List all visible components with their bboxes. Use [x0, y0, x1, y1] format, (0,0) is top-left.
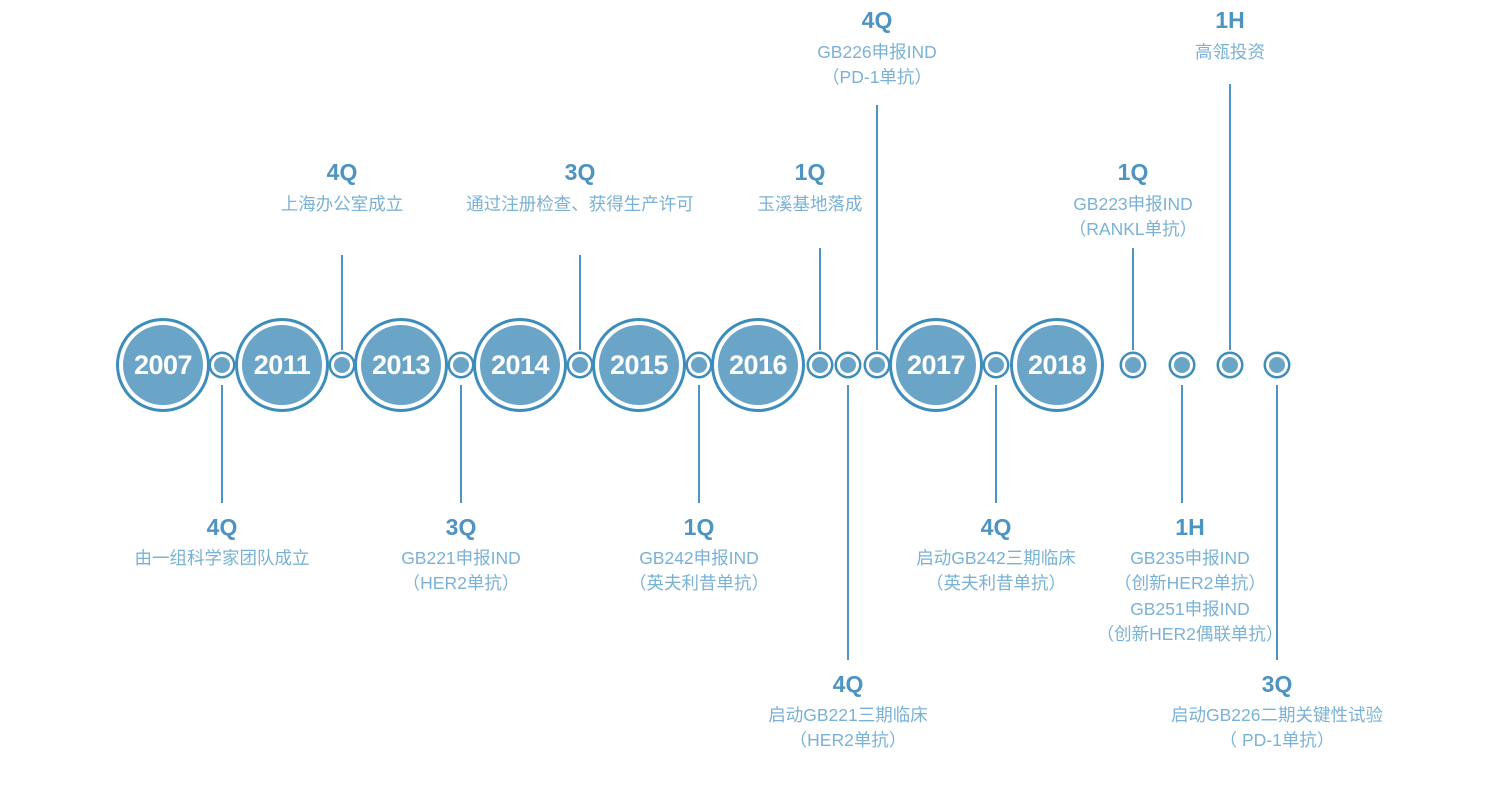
year-label: 2016 [728, 349, 788, 380]
event-period: 1H [1175, 514, 1205, 540]
timeline-dot-node[interactable] [1219, 354, 1241, 376]
timeline-dot-node[interactable] [569, 354, 591, 376]
event-period: 1H [1215, 7, 1245, 33]
connector-line-up-2 [819, 248, 821, 350]
event-description: GB242申报IND （英夫利昔单抗） [629, 547, 769, 594]
timeline-dot-node[interactable] [450, 354, 472, 376]
connector-line-down-6 [1276, 385, 1278, 660]
year-label: 2018 [1027, 349, 1087, 380]
timeline-dot-node[interactable] [1171, 354, 1193, 376]
timeline-event-below[interactable]: 4Q 启动GB242三期临床 （英夫利昔单抗） [826, 513, 1166, 597]
event-period: 1Q [794, 159, 826, 185]
event-period: 1Q [1117, 159, 1149, 185]
timeline-dot-node[interactable] [688, 354, 710, 376]
event-period: 3Q [1261, 671, 1293, 697]
connector-line-down-2 [698, 385, 700, 503]
event-description: 启动GB242三期临床 （英夫利昔单抗） [916, 547, 1076, 594]
event-description: 由一组科学家团队成立 [134, 547, 310, 568]
connector-line-down-1 [460, 385, 462, 503]
event-description: GB221申报IND （HER2单抗） [401, 547, 521, 594]
timeline-year-node-2013[interactable]: 2013 [357, 321, 445, 409]
connector-line-down-3 [995, 385, 997, 503]
timeline-event-above[interactable]: 3Q 通过注册检查、获得生产许可 [410, 158, 750, 217]
event-period: 3Q [445, 514, 477, 540]
event-period: 4Q [206, 514, 238, 540]
event-period: 4Q [326, 159, 358, 185]
event-period: 3Q [564, 159, 596, 185]
event-period: 4Q [980, 514, 1012, 540]
event-period: 1Q [683, 514, 715, 540]
connector-line-up-0 [341, 255, 343, 350]
connector-line-down-5 [847, 385, 849, 660]
year-label: 2007 [133, 349, 193, 380]
event-period: 4Q [861, 7, 893, 33]
timeline-dot-node[interactable] [1266, 354, 1288, 376]
timeline-year-node-2017[interactable]: 2017 [892, 321, 980, 409]
connector-line-up-1 [579, 255, 581, 350]
connector-line-down-4 [1181, 385, 1183, 503]
timeline-dot-node[interactable] [331, 354, 353, 376]
year-label: 2017 [906, 349, 966, 380]
timeline-event-below[interactable]: 3Q 启动GB226二期关键性试验 （ PD-1单抗） [1107, 670, 1447, 754]
year-label: 2014 [490, 349, 550, 380]
connector-line-up-3 [876, 105, 878, 350]
year-label: 2013 [371, 349, 431, 380]
timeline-event-below[interactable]: 1Q GB242申报IND （英夫利昔单抗） [529, 513, 869, 597]
timeline-event-above[interactable]: 1Q GB223申报IND （RANKL单抗） [963, 158, 1303, 243]
timeline-year-node-2011[interactable]: 2011 [238, 321, 326, 409]
event-description: GB223申报IND （RANKL单抗） [1068, 193, 1198, 240]
connector-line-up-5 [1229, 84, 1231, 350]
timeline-event-below[interactable]: 4Q 启动GB221三期临床 （HER2单抗） [678, 670, 1018, 754]
timeline-year-node-2016[interactable]: 2016 [714, 321, 802, 409]
year-label: 2015 [609, 349, 669, 380]
timeline-event-below[interactable]: 1H GB235申报IND （创新HER2单抗） GB251申报IND （创新HE… [1020, 513, 1360, 647]
timeline-event-below[interactable]: 3Q GB221申报IND （HER2单抗） [291, 513, 631, 597]
timeline-dot-node[interactable] [1122, 354, 1144, 376]
connector-line-down-0 [221, 385, 223, 503]
event-description: GB235申报IND （创新HER2单抗） GB251申报IND （创新HER2… [1096, 547, 1284, 644]
event-description: 高瓴投资 [1195, 41, 1265, 62]
timeline-event-above[interactable]: 1H 高瓴投资 [1060, 6, 1400, 65]
timeline-dot-node[interactable] [866, 354, 888, 376]
event-description: 启动GB221三期临床 （HER2单抗） [768, 704, 928, 751]
event-description: 玉溪基地落成 [757, 193, 863, 214]
timeline-dot-node[interactable] [809, 354, 831, 376]
event-period: 4Q [832, 671, 864, 697]
event-description: 启动GB226二期关键性试验 （ PD-1单抗） [1171, 704, 1383, 751]
timeline-dot-node[interactable] [837, 354, 859, 376]
event-description: 通过注册检查、获得生产许可 [466, 193, 694, 214]
year-label: 2011 [253, 349, 311, 380]
event-description: GB226申报IND （PD-1单抗） [817, 41, 937, 88]
event-description: 上海办公室成立 [280, 193, 404, 214]
timeline-event-above[interactable]: 4Q 上海办公室成立 [172, 158, 512, 217]
timeline-event-below[interactable]: 4Q 由一组科学家团队成立 [52, 513, 392, 571]
timeline-year-node-2018[interactable]: 2018 [1013, 321, 1101, 409]
timeline-dot-node[interactable] [211, 354, 233, 376]
timeline-year-node-2015[interactable]: 2015 [595, 321, 683, 409]
timeline-event-above[interactable]: 4Q GB226申报IND （PD-1单抗） [707, 6, 1047, 91]
timeline-year-node-2014[interactable]: 2014 [476, 321, 564, 409]
timeline-year-node-2007[interactable]: 2007 [119, 321, 207, 409]
timeline-dot-node[interactable] [985, 354, 1007, 376]
timeline-event-above[interactable]: 1Q 玉溪基地落成 [640, 158, 980, 217]
connector-line-up-4 [1132, 248, 1134, 350]
